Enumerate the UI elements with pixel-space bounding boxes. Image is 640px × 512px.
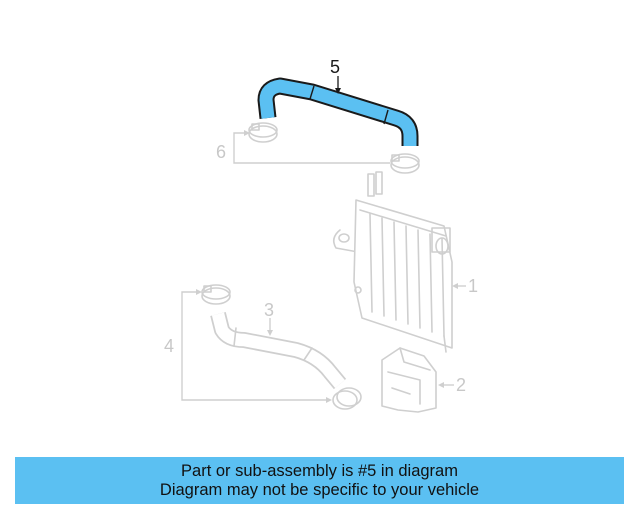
callout-3-arrow [267, 330, 273, 336]
callout-6-leader [233, 132, 390, 164]
part-1-intercooler[interactable] [332, 171, 453, 353]
banner-line-1: Part or sub-assembly is #5 in diagram [181, 461, 458, 480]
callout-5: 5 [330, 57, 340, 77]
part-6-clamp-upper[interactable] [248, 122, 278, 143]
callout-4-leader [181, 291, 330, 401]
part-2-duct[interactable] [381, 347, 437, 413]
callout-1: 1 [468, 276, 478, 296]
banner-line-2: Diagram may not be specific to your vehi… [159, 480, 480, 499]
info-banner: Part or sub-assembly is #5 in diagram Di… [15, 457, 624, 504]
part-3-hose[interactable] [210, 312, 347, 390]
callout-6: 6 [216, 142, 226, 162]
part-4-clamp-upper[interactable] [201, 284, 231, 305]
callout-2-arrow [438, 382, 444, 388]
callout-5-arrow [335, 88, 341, 94]
callout-4: 4 [164, 336, 174, 356]
callout-3: 3 [264, 300, 274, 320]
callout-4-arrow-upper [196, 289, 202, 295]
callout-1-arrow [452, 283, 458, 289]
part-6-clamp-lower[interactable] [390, 153, 420, 174]
callout-6-arrow [244, 130, 250, 136]
callout-4-arrow-lower [326, 397, 332, 403]
callout-2: 2 [456, 375, 466, 395]
part-5-hose[interactable] [257, 77, 419, 146]
part-4-clamp-lower[interactable] [332, 387, 362, 410]
